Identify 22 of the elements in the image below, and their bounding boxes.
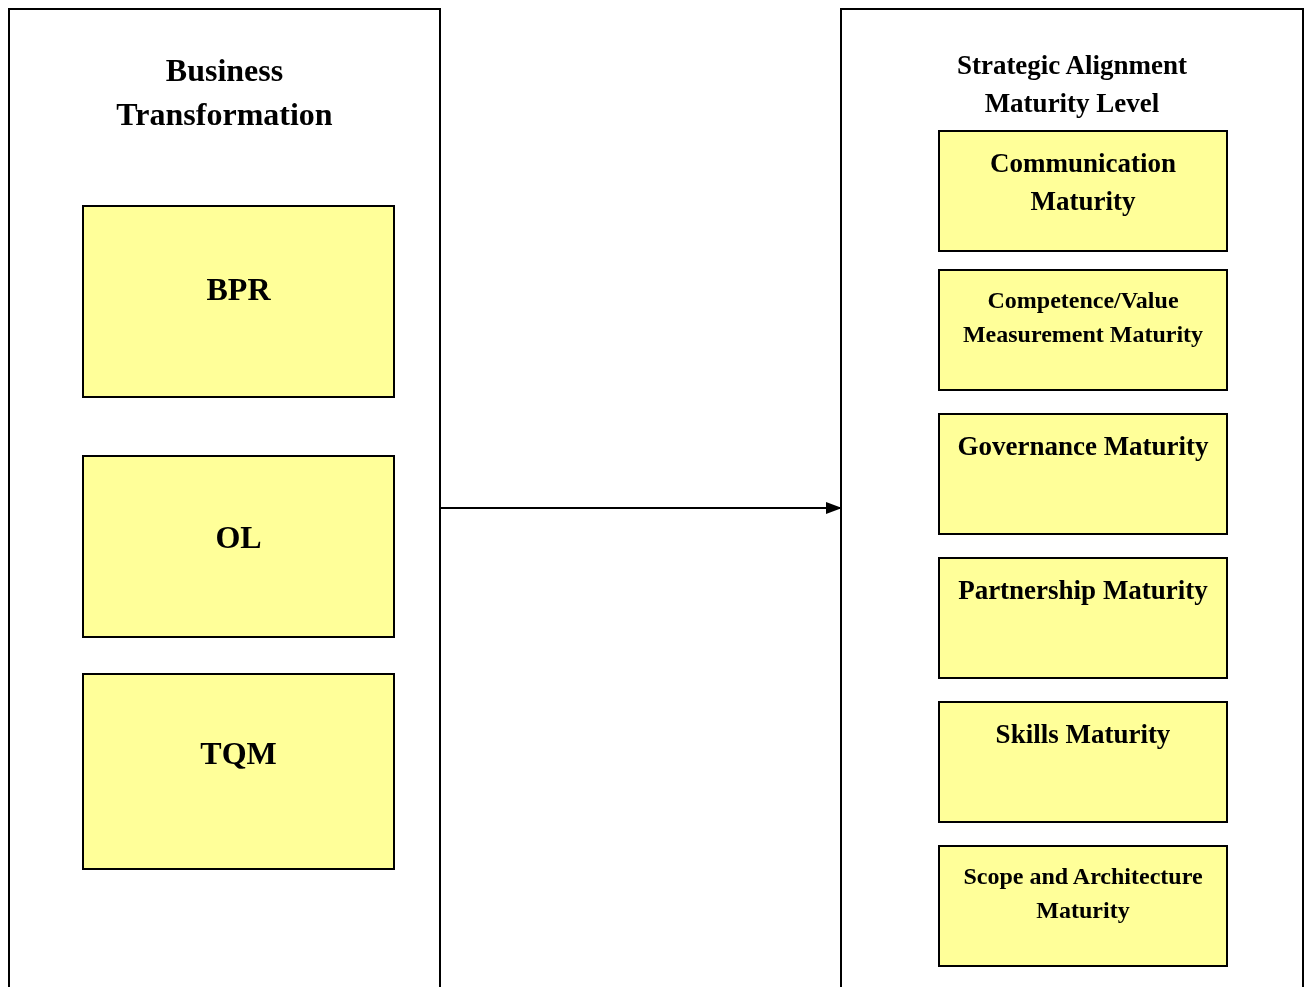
box-label: Scope and Architecture Maturity <box>962 862 1204 925</box>
box-label: Competence/Value Measurement Maturity <box>961 286 1205 349</box>
process-box <box>938 130 1228 252</box>
process-box <box>82 673 395 870</box>
box-label: TQM <box>199 734 278 773</box>
process-box <box>82 205 395 398</box>
box-label: BPR <box>205 270 272 309</box>
panel-title: Business Transformation <box>115 51 334 134</box>
process-box <box>938 269 1228 391</box>
box-label: OL <box>214 518 263 557</box>
panel-box <box>8 8 441 987</box>
process-box <box>938 701 1228 823</box>
box-label: Partnership Maturity <box>957 574 1209 607</box>
process-box <box>82 455 395 638</box>
panel-title: Strategic Alignment Maturity Level <box>955 49 1189 120</box>
process-box <box>938 845 1228 967</box>
panel-box <box>840 8 1304 987</box>
box-label: Governance Maturity <box>956 430 1210 463</box>
process-box <box>938 557 1228 679</box>
box-label: Skills Maturity <box>994 718 1172 751</box>
box-label: Communication Maturity <box>989 147 1177 218</box>
process-box <box>938 413 1228 535</box>
